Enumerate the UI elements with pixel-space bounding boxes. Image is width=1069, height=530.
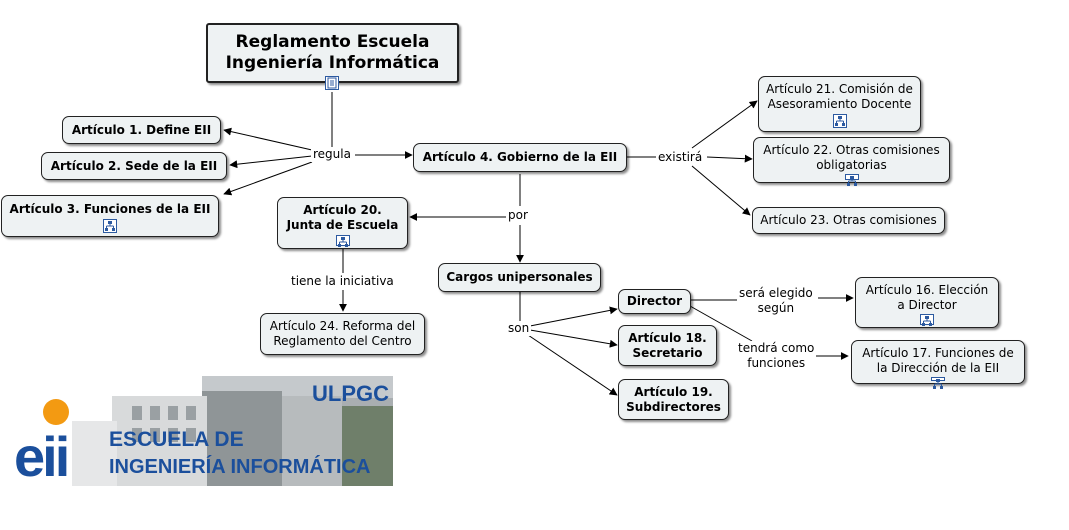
submap-icon[interactable] (335, 235, 350, 247)
concept-label: Artículo 22. Otras comisiones obligatori… (763, 143, 940, 172)
concept-director[interactable]: Director (618, 289, 691, 314)
concept-art23[interactable]: Artículo 23. Otras comisiones (752, 207, 945, 234)
concept-label: Artículo 16. Elección a Director (865, 283, 989, 312)
logo-dot (43, 399, 69, 425)
logo-image: ULPGC eii ESCUELA DE INGENIERÍA INFORMÁT… (12, 376, 393, 486)
concept-cargos[interactable]: Cargos unipersonales (438, 263, 601, 292)
concept-art24[interactable]: Artículo 24. Reforma del Reglamento del … (260, 313, 425, 355)
concept-label: Cargos unipersonales (446, 270, 593, 284)
concept-art22[interactable]: Artículo 22. Otras comisiones obligatori… (753, 137, 950, 186)
concept-art19[interactable]: Artículo 19. Subdirectores (618, 379, 729, 420)
concept-label: Artículo 4. Gobierno de la EII (422, 150, 618, 164)
link-funciones: tendrá como funciones (736, 341, 817, 371)
concept-label: Artículo 21. Comisión de Asesoramiento D… (766, 82, 913, 111)
logo-university: ULPGC (312, 381, 389, 406)
concept-label: Artículo 18. Secretario (628, 330, 707, 360)
submap-icon[interactable] (103, 219, 117, 233)
concept-art1[interactable]: Artículo 1. Define EII (62, 116, 221, 144)
concept-label: Artículo 24. Reforma del Reglamento del … (269, 319, 416, 348)
link-tiene-iniciativa: tiene la iniciativa (289, 274, 396, 289)
submap-icon[interactable] (844, 174, 859, 186)
eii-logo: ULPGC eii ESCUELA DE INGENIERÍA INFORMÁT… (12, 376, 393, 486)
link-elegido: será elegido según (737, 286, 815, 316)
concept-label: Artículo 3. Funciones de la EII (9, 202, 211, 216)
link-son: son (506, 321, 532, 336)
logo-badge: eii (14, 425, 67, 486)
link-regula: regula (311, 147, 353, 162)
concept-art20[interactable]: Artículo 20. Junta de Escuela (277, 197, 408, 249)
concept-art4[interactable]: Artículo 4. Gobierno de la EII (413, 143, 627, 172)
submap-icon[interactable] (920, 314, 934, 326)
concept-label: Artículo 1. Define EII (71, 122, 212, 137)
root-title: Reglamento Escuela Ingeniería Informátic… (225, 32, 440, 73)
submap-icon[interactable] (832, 114, 847, 128)
concept-label: Artículo 2. Sede de la EII (50, 158, 218, 173)
concept-art21[interactable]: Artículo 21. Comisión de Asesoramiento D… (758, 76, 921, 132)
concept-art17[interactable]: Artículo 17. Funciones de la Dirección d… (851, 340, 1025, 389)
submap-icon[interactable] (931, 377, 945, 389)
link-existira: existirá (656, 150, 705, 165)
root-concept[interactable]: Reglamento Escuela Ingeniería Informátic… (206, 23, 459, 83)
concept-label: Director (626, 294, 683, 308)
concept-label: Artículo 23. Otras comisiones (760, 213, 937, 227)
link-por: por (506, 208, 530, 223)
logo-school: ESCUELA DE (109, 428, 244, 451)
concept-art18[interactable]: Artículo 18. Secretario (618, 325, 717, 366)
concept-art16[interactable]: Artículo 16. Elección a Director (855, 277, 999, 328)
concept-art3[interactable]: Artículo 3. Funciones de la EII (1, 195, 219, 237)
document-icon[interactable] (325, 76, 339, 90)
concept-label: Artículo 19. Subdirectores (626, 384, 721, 414)
concept-label: Artículo 17. Funciones de la Dirección d… (862, 346, 1014, 375)
concept-label: Artículo 20. Junta de Escuela (286, 203, 399, 232)
logo-school-line2: INGENIERÍA INFORMÁTICA (109, 455, 370, 478)
concept-art2[interactable]: Artículo 2. Sede de la EII (41, 152, 227, 180)
